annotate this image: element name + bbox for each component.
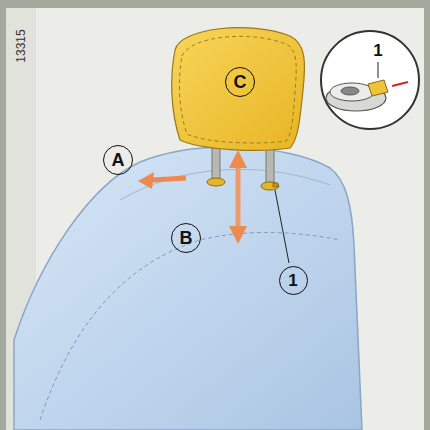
headrest [172,28,305,151]
release-button [368,80,388,96]
callout-letter: B [171,223,201,253]
leader-line [378,62,379,78]
callout-letter: A [103,145,133,175]
release-button [273,183,278,187]
leader-line [275,190,289,263]
post-guide [207,178,225,186]
seat-back [14,147,362,430]
ground [6,8,424,430]
callout-letter: C [225,67,255,97]
guide-hole [341,87,359,95]
callout-letter: C [234,73,247,91]
detail-callout: 1 [321,31,419,129]
arrow-head [138,172,154,189]
detail-callout: 1 [373,42,382,59]
callout-number: 1 [279,266,308,295]
callout-number: 1 [288,272,297,289]
figure-number: 13315 [14,29,28,62]
detail-inset [321,31,419,129]
post-guide [261,182,279,190]
push-mark [392,82,408,86]
guide-detail [330,83,374,101]
height-arrow [236,166,241,228]
arrow-head [229,150,247,168]
arrow-head [229,226,247,244]
callout-letter: B [180,229,193,247]
seat-contour [120,169,330,200]
tilt-arrow [152,178,186,180]
callout-letter: A [112,151,125,169]
headrest-seam [179,36,296,143]
seat-seam [40,232,340,420]
